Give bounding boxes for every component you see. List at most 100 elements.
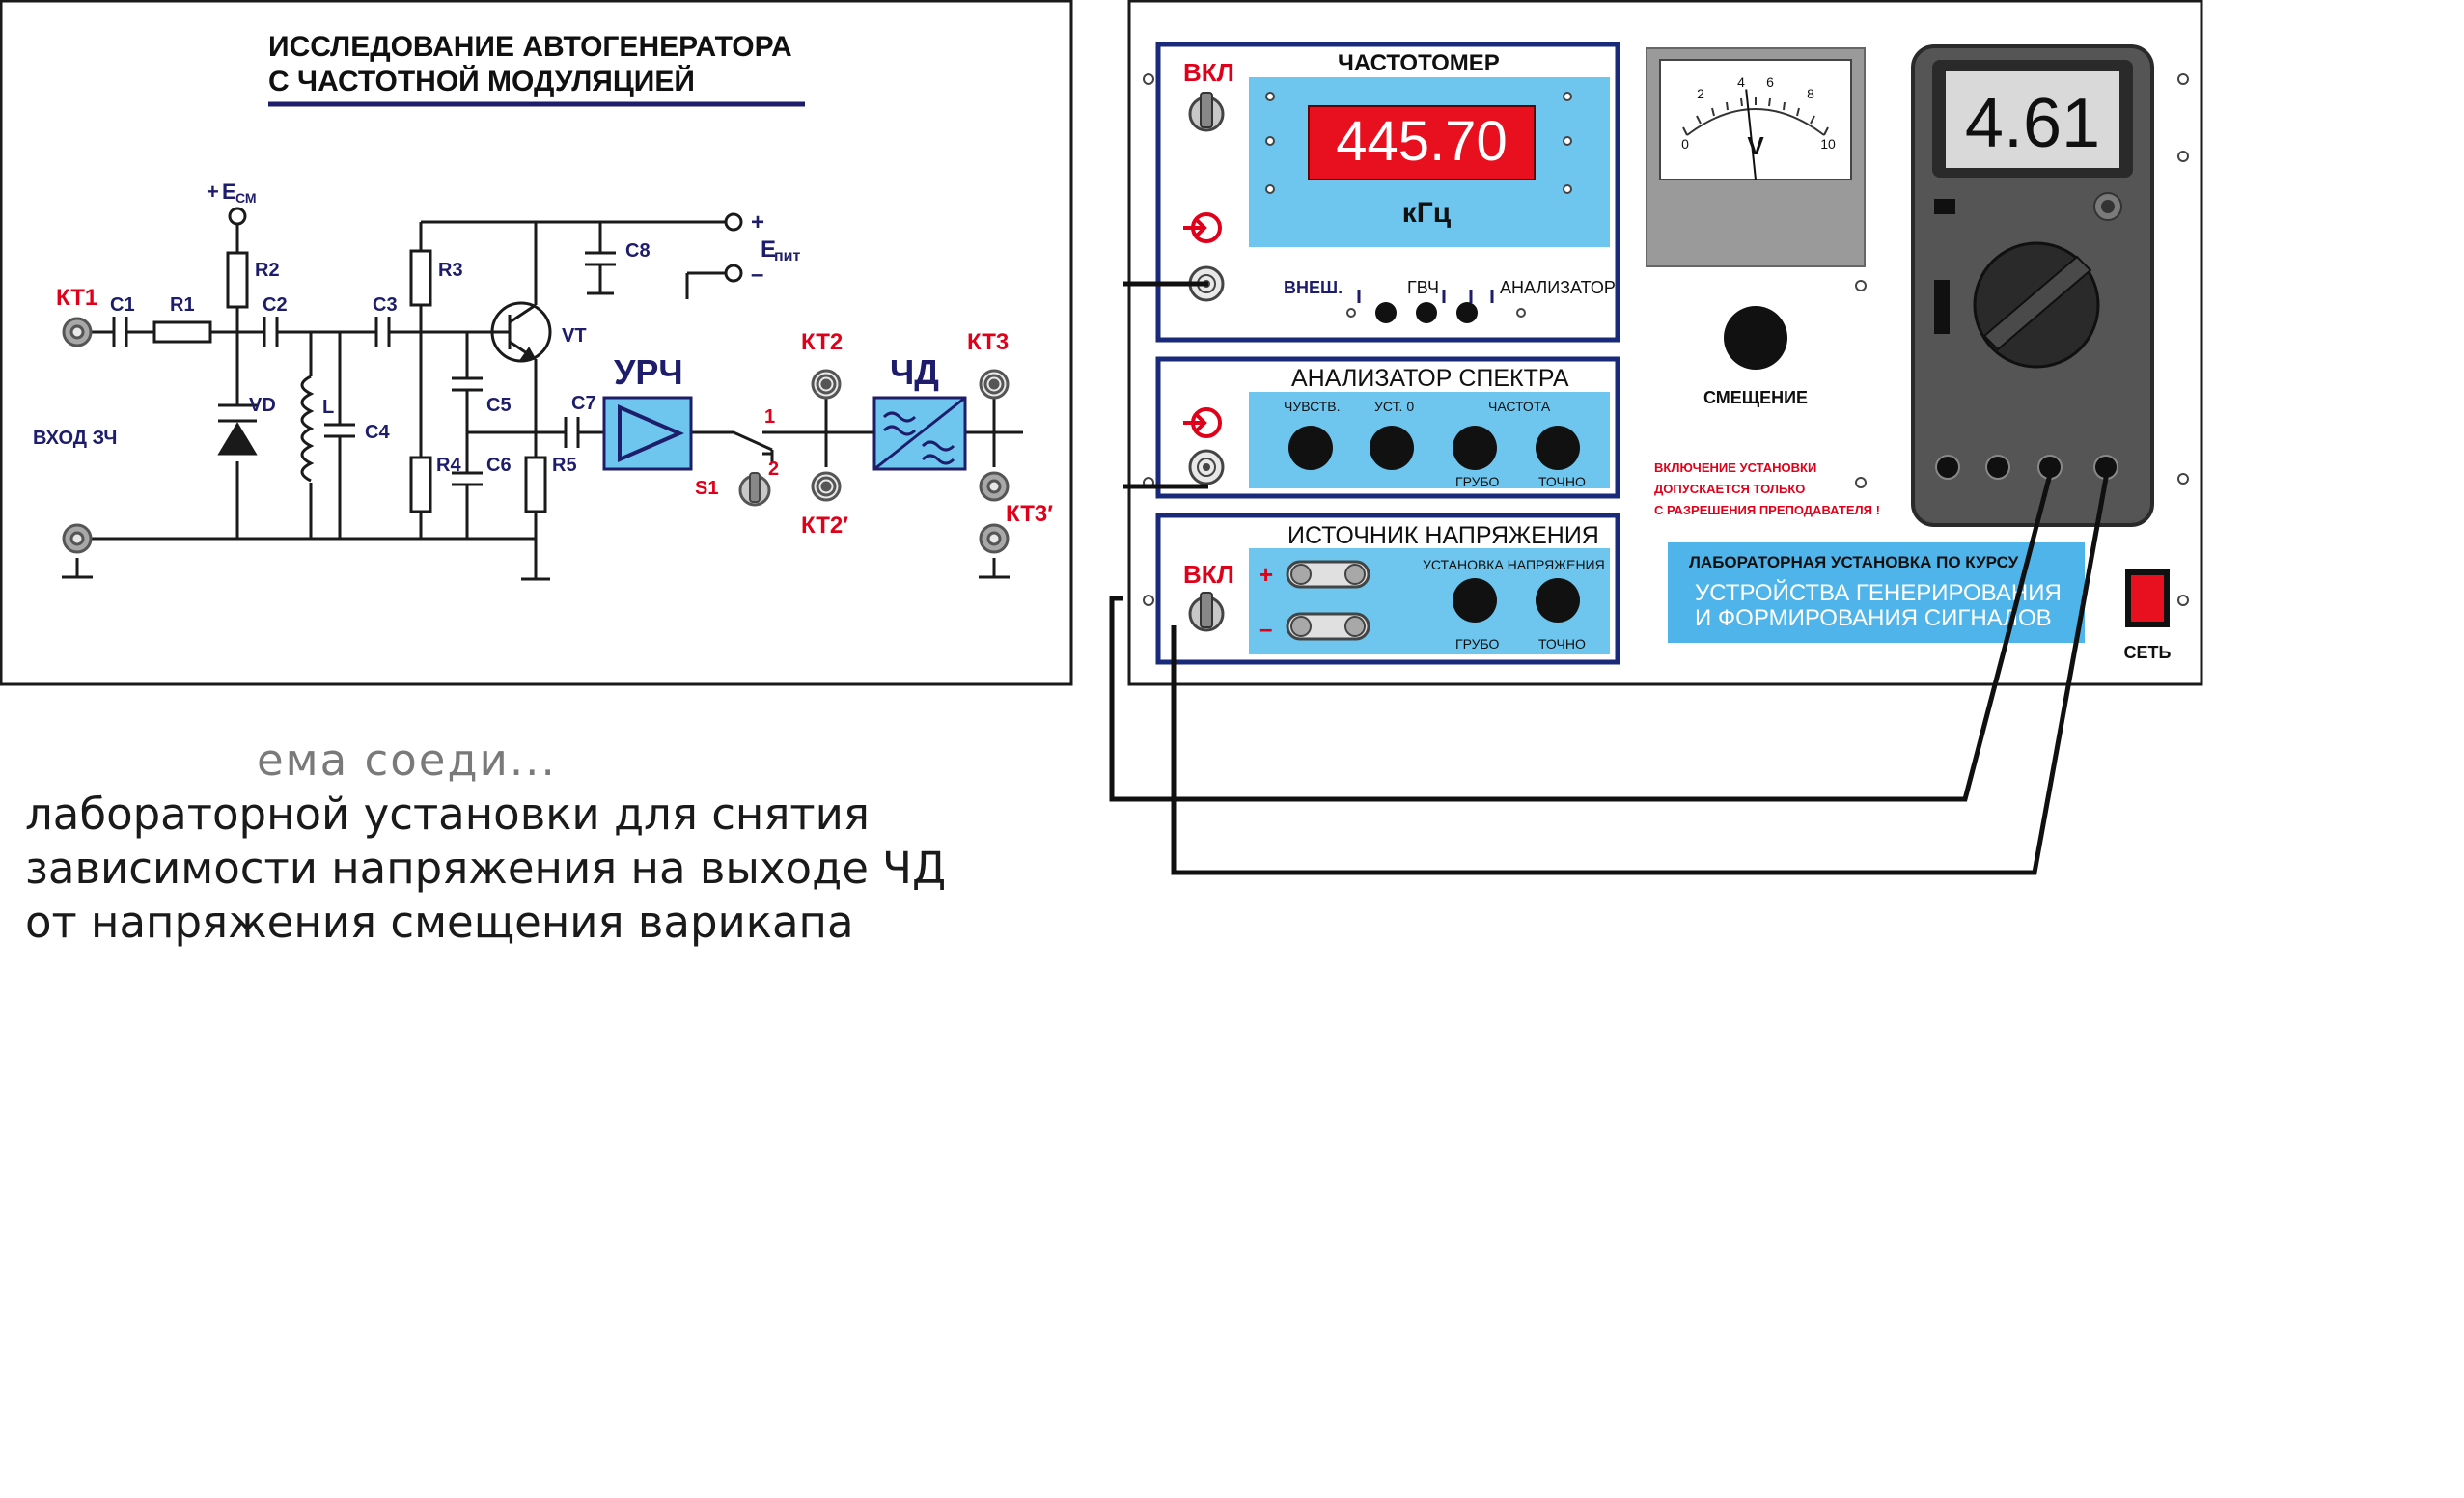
label-l: L bbox=[322, 397, 334, 418]
kt2-prime-socket[interactable] bbox=[811, 471, 842, 502]
freq-ext-label: ВНЕШ. bbox=[1284, 278, 1343, 297]
kt2-socket[interactable] bbox=[811, 369, 842, 400]
voltmeter-tick-6: 6 bbox=[1766, 74, 1774, 90]
multimeter-display bbox=[1946, 71, 2119, 168]
source-title: ИСТОЧНИК НАПРЯЖЕНИЯ bbox=[1287, 522, 1599, 549]
s1-switch-icon[interactable] bbox=[738, 472, 771, 507]
label-c2: C2 bbox=[263, 294, 288, 316]
connection-cables bbox=[1109, 281, 2111, 875]
label-kt3-prime: КТ3′ bbox=[1006, 501, 1053, 527]
source-minus-terminals[interactable] bbox=[1286, 612, 1370, 641]
freq-input-arrow-icon bbox=[1183, 212, 1222, 243]
spectrum-set0-label: УСТ. 0 bbox=[1374, 399, 1414, 414]
frequency-meter-module: ЧАСТОТОМЕР ВКЛ 445.70 кГц bbox=[1155, 42, 1620, 343]
freq-unit: кГц bbox=[1402, 197, 1452, 229]
resistors bbox=[152, 249, 547, 513]
multimeter-reading: 4.61 bbox=[1965, 85, 2100, 162]
voltmeter-tick-8: 8 bbox=[1807, 86, 1814, 101]
course-line-3: И ФОРМИРОВАНИЯ СИГНАЛОВ bbox=[1695, 605, 2052, 631]
label-epit-sub: пит bbox=[774, 248, 801, 264]
ground-socket-left[interactable] bbox=[62, 523, 93, 554]
kt3-prime-socket[interactable] bbox=[979, 523, 1010, 554]
spectrum-analyzer-module: АНАЛИЗАТОР СПЕКТРА ЧУВСТВ. УСТ. 0 ЧАСТОТ… bbox=[1155, 356, 1620, 499]
figure-caption: ема соеди... лабораторной установки для … bbox=[25, 734, 1067, 950]
label-c3: C3 bbox=[373, 294, 398, 316]
schematic-title-line1: ИССЛЕДОВАНИЕ АВТОГЕНЕРАТОРА bbox=[268, 31, 792, 63]
freq-analyzer-selector-button[interactable] bbox=[1456, 302, 1478, 323]
source-coarse-knob[interactable] bbox=[1453, 578, 1497, 623]
freq-ext-selector-button[interactable] bbox=[1375, 302, 1397, 323]
analog-voltmeter: 0 2 4 6 8 10 V bbox=[1646, 47, 1866, 267]
source-plus-label: + bbox=[1259, 560, 1273, 589]
source-minus-label: – bbox=[1259, 614, 1272, 643]
spectrum-freq-coarse-knob[interactable] bbox=[1453, 426, 1497, 470]
label-switch-2: 2 bbox=[768, 458, 779, 480]
freq-reading: 445.70 bbox=[1336, 110, 1507, 173]
spectrum-coarse-label: ГРУБО bbox=[1455, 474, 1500, 489]
label-c5: C5 bbox=[486, 395, 512, 416]
spectrum-set0-knob[interactable] bbox=[1370, 426, 1414, 470]
source-fine-knob[interactable] bbox=[1536, 578, 1580, 623]
digital-multimeter: 4.61 bbox=[1911, 44, 2154, 527]
caption-line-3: от напряжения смещения варикапа bbox=[25, 897, 854, 948]
chd-discriminator bbox=[872, 396, 967, 471]
multimeter-hfe-socket[interactable] bbox=[2093, 192, 2122, 221]
ebias-terminal[interactable] bbox=[228, 207, 247, 226]
transistor-vt bbox=[483, 301, 552, 363]
voltmeter-tick-0: 0 bbox=[1681, 136, 1689, 152]
spectrum-input-socket[interactable] bbox=[1188, 449, 1225, 485]
warning-line-2: ДОПУСКАЕТСЯ ТОЛЬКО bbox=[1654, 482, 1805, 496]
epit-minus-terminal[interactable] bbox=[724, 264, 743, 283]
kt1-socket[interactable] bbox=[62, 317, 93, 347]
label-input-zch: ВХОД ЗЧ bbox=[33, 428, 117, 449]
supply-terminals bbox=[228, 207, 743, 283]
label-epit-minus: – bbox=[751, 262, 763, 288]
source-plus-terminals[interactable] bbox=[1286, 560, 1370, 589]
spectrum-sens-label: ЧУВСТВ. bbox=[1284, 399, 1341, 414]
label-kt1: КТ1 bbox=[56, 285, 97, 311]
r2-resistor bbox=[226, 251, 249, 309]
label-switch-1: 1 bbox=[764, 406, 775, 428]
label-ebias-sub: СМ bbox=[235, 190, 257, 206]
label-ebias-e: E bbox=[222, 180, 236, 204]
spectrum-freq-fine-knob[interactable] bbox=[1536, 426, 1580, 470]
label-c8: C8 bbox=[625, 240, 651, 262]
label-c1: C1 bbox=[110, 294, 135, 316]
spectrum-title: АНАЛИЗАТОР СПЕКТРА bbox=[1291, 365, 1569, 392]
source-on-toggle[interactable] bbox=[1188, 592, 1225, 632]
label-epit-plus: + bbox=[751, 209, 764, 236]
chd-label: ЧД bbox=[890, 352, 939, 392]
course-line-2: УСТРОЙСТВА ГЕНЕРИРОВАНИЯ bbox=[1695, 579, 2062, 606]
label-s1: S1 bbox=[695, 478, 718, 499]
schematic-title-line2: С ЧАСТОТНОЙ МОДУЛЯЦИЕЙ bbox=[268, 65, 695, 97]
label-vd: VD bbox=[249, 395, 276, 416]
kt3-socket[interactable] bbox=[979, 369, 1010, 400]
r4-resistor bbox=[409, 456, 432, 513]
epit-plus-terminal[interactable] bbox=[724, 212, 743, 232]
label-r5: R5 bbox=[552, 455, 577, 476]
bias-knob[interactable] bbox=[1724, 306, 1787, 370]
freq-gvch-selector-button[interactable] bbox=[1416, 302, 1437, 323]
freq-analyzer-label: АНАЛИЗАТОР bbox=[1500, 278, 1616, 297]
spectrum-sens-knob[interactable] bbox=[1288, 426, 1333, 470]
multimeter-range-dial[interactable] bbox=[1973, 241, 2100, 369]
spectrum-freq-label: ЧАСТОТА bbox=[1488, 399, 1551, 414]
label-epit-e: E bbox=[761, 236, 776, 263]
multimeter-jacks[interactable] bbox=[1935, 455, 2118, 480]
freq-on-label: ВКЛ bbox=[1183, 58, 1234, 87]
source-fine-label: ТОЧНО bbox=[1538, 636, 1586, 652]
urch-label: УРЧ bbox=[614, 352, 683, 392]
freq-title: ЧАСТОТОМЕР bbox=[1338, 50, 1500, 76]
label-kt2-prime: КТ2′ bbox=[801, 513, 848, 539]
label-ebias-plus: + bbox=[207, 180, 219, 204]
freq-gvch-label: ГВЧ bbox=[1407, 278, 1439, 297]
source-on-label: ВКЛ bbox=[1183, 560, 1234, 589]
power-switch[interactable] bbox=[2125, 569, 2170, 627]
spectrum-input-arrow-icon bbox=[1183, 407, 1222, 438]
label-r2: R2 bbox=[255, 260, 280, 281]
multimeter-hold-button[interactable] bbox=[1934, 199, 1955, 214]
schematic-wires bbox=[62, 220, 1023, 581]
label-c4: C4 bbox=[365, 422, 390, 443]
freq-on-toggle[interactable] bbox=[1188, 92, 1225, 132]
kt3-out-socket[interactable] bbox=[979, 471, 1010, 502]
